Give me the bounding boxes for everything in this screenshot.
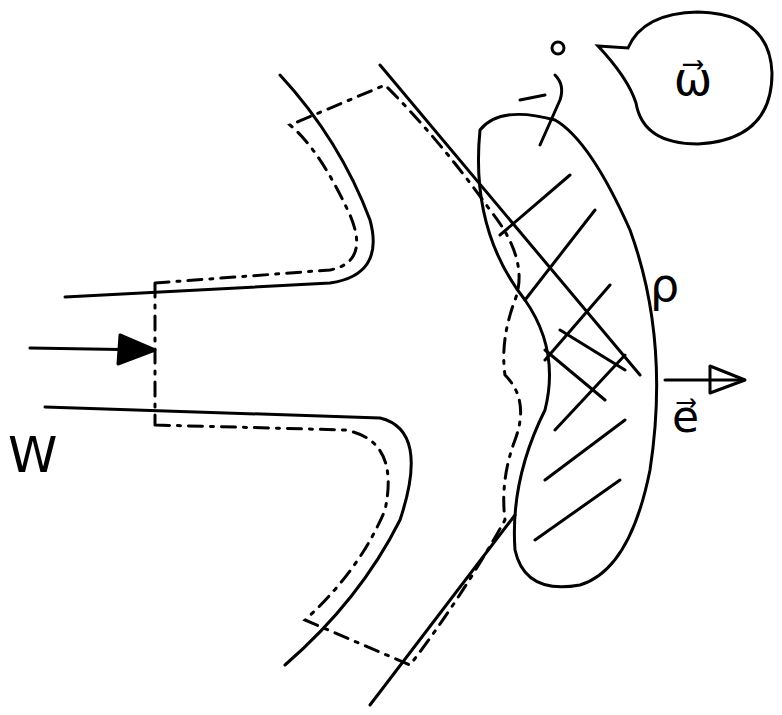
direction-arrow: [665, 379, 740, 382]
leader-line: [520, 75, 562, 145]
blade-line: [370, 515, 515, 705]
jet-lower-wall: [45, 407, 411, 665]
bubble-shape: [598, 12, 772, 144]
pivot: [552, 42, 564, 54]
control-surface: [155, 85, 521, 665]
symbol-label: e⃗: [672, 395, 699, 439]
symbol-label: ρ: [650, 262, 679, 308]
arrow-head: [118, 335, 155, 364]
hatching: [500, 175, 625, 540]
symbol-label: W: [8, 430, 57, 480]
arrow-head: [710, 366, 745, 393]
blade-line: [380, 65, 640, 375]
node-text: ω⃗: [652, 52, 713, 106]
speech-bubble: ω⃗: [588, 8, 776, 150]
